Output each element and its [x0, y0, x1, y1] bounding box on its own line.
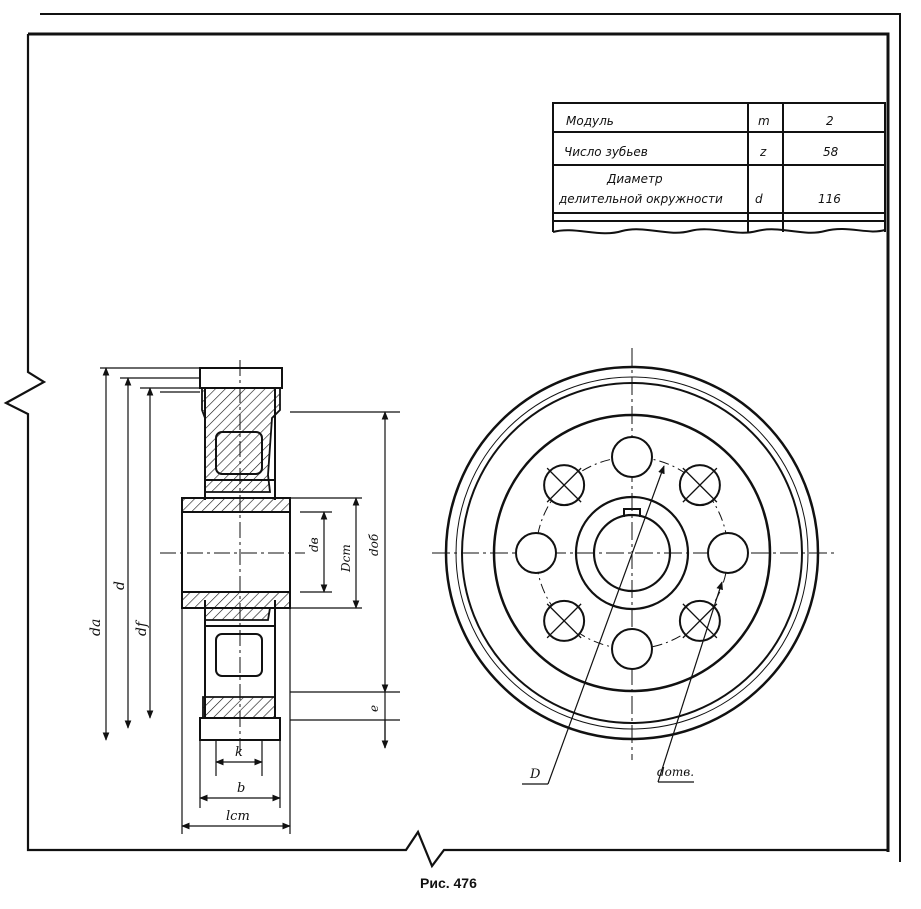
spec-symbol-teeth: z	[759, 145, 767, 159]
spec-value-teeth: 58	[823, 145, 839, 159]
spec-value-diameter: 116	[818, 192, 841, 206]
hole	[515, 532, 557, 574]
label-D: D	[529, 767, 541, 782]
spec-param-teeth: Число зубьев	[564, 145, 648, 159]
spec-value-module: 2	[826, 114, 834, 128]
label-dotv: dотв.	[657, 765, 694, 779]
hole	[707, 532, 749, 574]
figure-caption: Рис. 476	[420, 875, 477, 891]
label-dob: dоб	[367, 533, 381, 556]
hole	[678, 599, 721, 642]
label-dv: dв	[307, 537, 321, 552]
hole	[611, 436, 653, 478]
spec-param-diameter-line2: делительной окружности	[558, 192, 723, 206]
label-da: da	[88, 619, 104, 636]
label-k: k	[235, 745, 243, 760]
lightening-holes	[515, 436, 749, 670]
spec-table: Модуль m 2 Число зубьев z 58 Диаметр дел…	[552, 102, 886, 235]
label-d: d	[112, 581, 128, 590]
label-df: df	[134, 619, 150, 636]
label-b: b	[237, 781, 245, 796]
section-dimensions	[100, 367, 400, 834]
hole	[678, 464, 721, 507]
label-e: e	[367, 705, 381, 712]
spec-symbol-diameter: d	[755, 192, 763, 206]
label-lst: lст	[226, 809, 250, 824]
spec-param-diameter-line1: Диаметр	[606, 172, 663, 186]
section-view: da d df dв Dст dоб e k b lст	[88, 360, 400, 834]
hole	[543, 464, 586, 507]
label-dst: Dст	[339, 544, 353, 573]
hole	[611, 628, 653, 670]
front-view: D dотв.	[432, 348, 835, 785]
spec-symbol-module: m	[758, 114, 770, 128]
sheet-frame	[3, 13, 901, 869]
spec-param-module: Модуль	[566, 114, 614, 128]
hole	[543, 599, 586, 642]
